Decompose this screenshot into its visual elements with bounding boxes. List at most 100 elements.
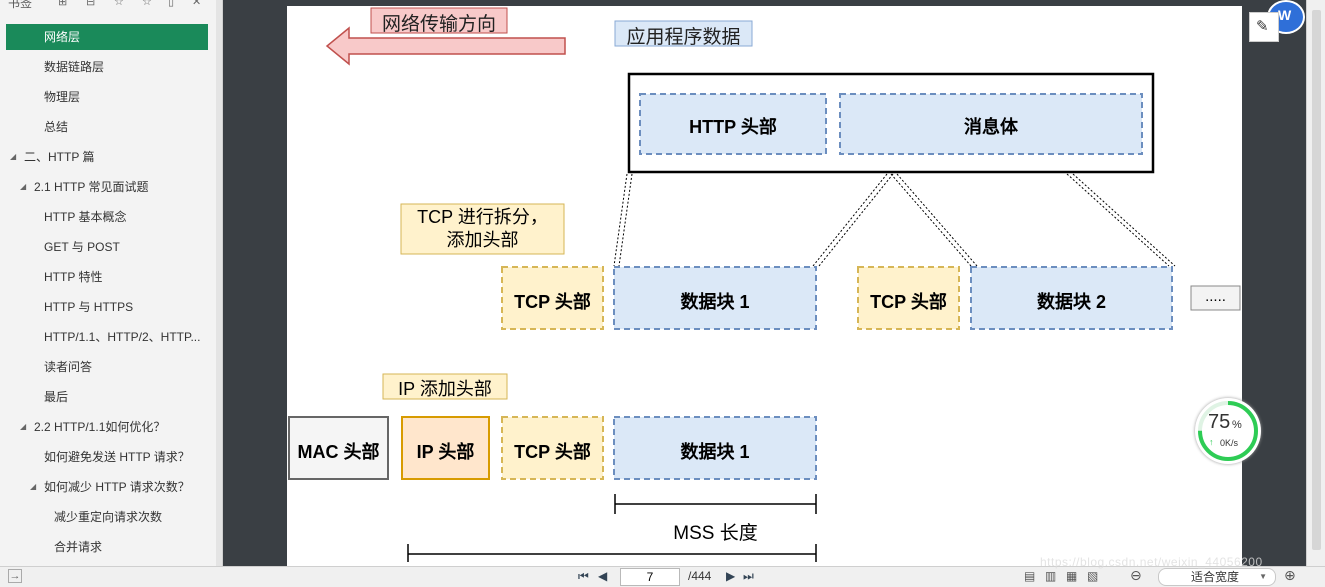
sidebar-item-label: HTTP 特性 <box>44 270 103 284</box>
sidebar-item[interactable]: 减少重定向请求次数 <box>6 504 208 530</box>
ip-note-label: IP 添加头部 <box>398 379 492 399</box>
collapse-triangle-icon[interactable]: ◢ <box>20 422 27 431</box>
sidebar-item-label: 合并请求 <box>54 540 103 554</box>
sidebar-item-label: HTTP 与 HTTPS <box>44 300 134 314</box>
prev-page-icon[interactable]: ◀ <box>598 569 608 583</box>
bookmark-icon[interactable]: ☆ <box>142 0 152 8</box>
network-speed-widget[interactable]: 75 % ↑ 0K/s <box>1195 398 1261 464</box>
sidebar-item-label: 网络层 <box>44 30 81 44</box>
last-page-icon[interactable]: ⏭ <box>743 569 754 583</box>
sidebar-item-label: 2.1 HTTP 常见面试题 <box>34 180 149 194</box>
sidebar-item[interactable]: HTTP 特性 <box>6 264 208 290</box>
app-data-label-box <box>614 20 753 47</box>
sidebar-item-label: 2.2 HTTP/1.1如何优化？ <box>34 420 166 434</box>
tcp-header-box-2 <box>857 266 960 330</box>
direction-label: 网络传输方向 <box>381 14 496 35</box>
close-icon[interactable]: ✕ <box>192 0 202 8</box>
next-page-icon[interactable]: ▶ <box>726 569 736 583</box>
ellipsis-box <box>1190 285 1241 311</box>
sidebar-item[interactable]: 如何避免发送 HTTP 请求？ <box>6 444 208 470</box>
page-total: /444 <box>688 569 712 583</box>
sidebar-item-label: 最后 <box>44 390 69 404</box>
bookmark-sidebar: 书签 ⊞ ⊟ ☆ ☆ ▯ ✕ 网络层 数据链路层 物理层 总结 ◢二、HTTP … <box>0 0 223 566</box>
speed-rate: 0K/s <box>1220 438 1239 448</box>
app-data-label: 应用程序数据 <box>626 27 741 48</box>
ip-note-box <box>382 373 508 400</box>
sidebar-item[interactable]: HTTP 与 HTTPS <box>6 294 208 320</box>
sidebar-item[interactable]: ◢ 2.1 HTTP 常见面试题 <box>6 174 208 200</box>
status-bar: → ⏮ ◀ /444 ▶ ⏭ ▤ ▥ ▦ ▧ ⊖ 适合宽度 ▼ ⊕ <box>0 566 1325 587</box>
mss-bracket <box>614 494 817 514</box>
sidebar-item[interactable]: HTTP 基本概念 <box>6 204 208 230</box>
mac-header-label: MAC 头部 <box>297 442 380 462</box>
sidebar-item[interactable]: ◢ 2.2 HTTP/1.1如何优化？ <box>6 414 208 440</box>
encapsulation-diagram <box>288 7 1241 562</box>
split-lines <box>613 173 1176 267</box>
tcp-header-label-1: TCP 头部 <box>514 292 591 312</box>
sidebar-item-label: 物理层 <box>44 90 81 104</box>
document-scrollbar[interactable] <box>1306 0 1325 566</box>
delete-icon[interactable]: ▯ <box>168 0 175 8</box>
continuous-page-icon[interactable]: ▦ <box>1066 569 1078 583</box>
add-bookmark-icon[interactable]: ☆ <box>114 0 124 8</box>
chunk-1-label-ip: 数据块 1 <box>680 442 750 462</box>
chunk-1-label: 数据块 1 <box>680 292 750 312</box>
sidebar-item[interactable]: 读者问答 <box>6 354 208 380</box>
zoom-select[interactable]: 适合宽度 ▼ <box>1158 568 1276 586</box>
scrollbar-thumb[interactable] <box>1312 10 1321 550</box>
edit-pen-icon[interactable]: ✎ <box>1249 12 1279 42</box>
sidebar-item-label: 减少重定向请求次数 <box>54 510 163 524</box>
direction-label-box <box>370 7 508 34</box>
collapse-icon[interactable]: ⊟ <box>86 0 96 8</box>
sidebar-item-label: HTTP/1.1、HTTP/2、HTTP... <box>44 330 201 344</box>
sidebar-item-label: 读者问答 <box>44 360 93 374</box>
sidebar-item[interactable]: 数据链路层 <box>6 54 208 80</box>
sidebar-item[interactable]: HTTP/1.1、HTTP/2、HTTP... <box>6 324 208 350</box>
message-body-box <box>839 93 1143 155</box>
tcp-header-box-1 <box>501 266 604 330</box>
sidebar-item[interactable]: 物理层 <box>6 84 208 110</box>
sidebar-item-label: 总结 <box>44 120 69 134</box>
tcp-header-box-3 <box>501 416 604 480</box>
sidebar-item[interactable]: GET 与 POST <box>6 234 208 260</box>
zoom-out-icon[interactable]: ⊖ <box>1130 567 1142 583</box>
zoom-in-icon[interactable]: ⊕ <box>1284 567 1296 583</box>
book-view-icon[interactable]: ▧ <box>1087 569 1099 583</box>
zoom-label: 适合宽度 <box>1191 570 1240 584</box>
sidebar-item[interactable]: ◢ 如何减少 HTTP 请求次数？ <box>6 474 208 500</box>
message-body-label: 消息体 <box>964 117 1018 137</box>
expand-icon[interactable]: ⊞ <box>58 0 68 8</box>
dual-page-icon[interactable]: ▥ <box>1045 569 1057 583</box>
sidebar-item[interactable]: 最后 <box>6 384 208 410</box>
ip-header-label: IP 头部 <box>416 442 475 462</box>
mtu-bracket <box>407 544 817 562</box>
page-number-input[interactable] <box>620 568 680 586</box>
sidebar-item[interactable]: 合并请求 <box>6 534 208 560</box>
sidebar-item[interactable]: ◢二、HTTP 篇 <box>6 144 208 170</box>
speed-percent-sign: % <box>1232 419 1242 431</box>
sidebar-item[interactable]: 总结 <box>6 114 208 140</box>
single-page-icon[interactable]: ▤ <box>1024 569 1036 583</box>
watermark: https://blog.csdn.net/weixin_44056200 <box>1040 555 1263 569</box>
collapse-triangle-icon[interactable]: ◢ <box>10 152 17 161</box>
sidebar-item-label: 如何减少 HTTP 请求次数？ <box>44 480 190 494</box>
direction-arrow-icon <box>325 26 566 66</box>
sidebar-item-network-layer[interactable]: 网络层 <box>6 24 208 50</box>
sidebar-item-label: HTTP 基本概念 <box>44 210 127 224</box>
mac-header-box <box>288 416 389 480</box>
sidebar-scrollbar[interactable] <box>216 0 222 566</box>
sidebar-item-label: 如何避免发送 HTTP 请求？ <box>44 450 190 464</box>
ip-header-box <box>401 416 490 480</box>
sidebar-item-label: GET 与 POST <box>44 240 120 254</box>
exit-icon[interactable]: → <box>8 569 22 583</box>
collapse-triangle-icon[interactable]: ◢ <box>30 482 37 491</box>
sidebar-toolbar: 书签 ⊞ ⊟ ☆ ☆ ▯ ✕ <box>0 0 222 14</box>
chunk-1-box-ip <box>613 416 817 480</box>
collapse-triangle-icon[interactable]: ◢ <box>20 182 27 191</box>
upload-arrow-icon: ↑ <box>1209 437 1214 447</box>
chunk-1-box <box>613 266 817 330</box>
chevron-down-icon: ▼ <box>1259 572 1267 581</box>
tcp-note-box <box>400 203 565 255</box>
first-page-icon[interactable]: ⏮ <box>578 569 589 583</box>
tcp-header-label-3: TCP 头部 <box>514 442 591 462</box>
